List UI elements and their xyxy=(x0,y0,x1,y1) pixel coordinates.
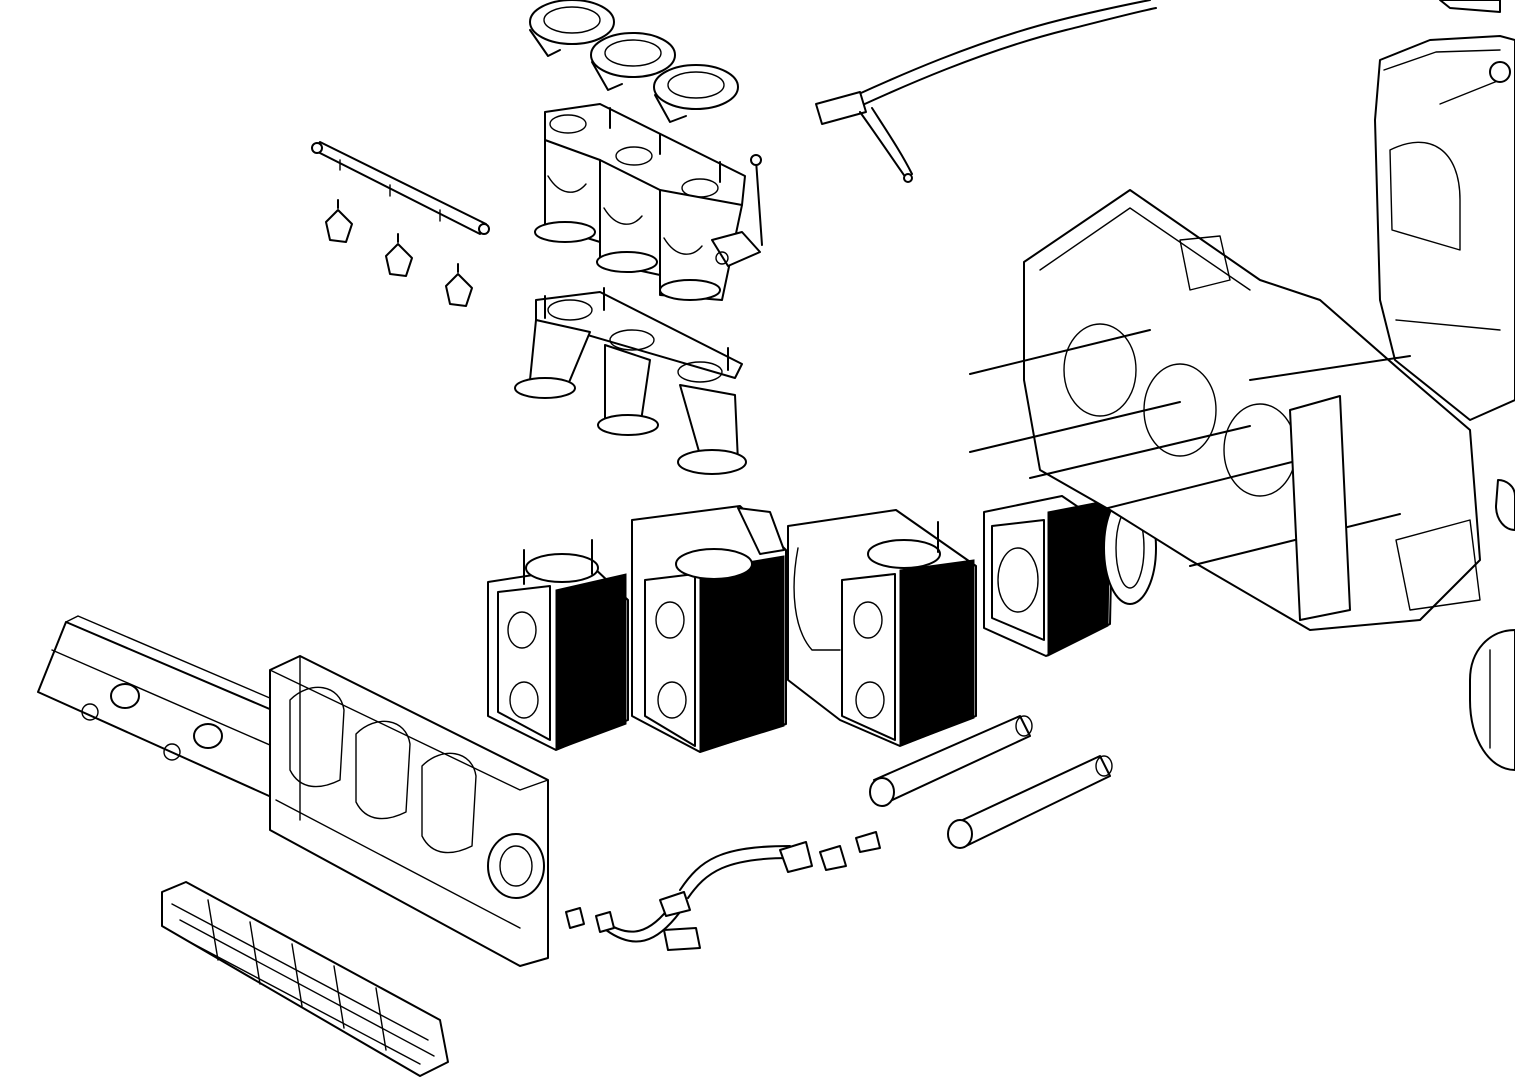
fuel-rail xyxy=(311,141,490,235)
fuel-injectors xyxy=(325,199,473,307)
crankcase-half xyxy=(969,189,1481,631)
air-cleaner-flanges xyxy=(529,0,739,123)
cylinder-2 xyxy=(631,505,787,753)
breather-hose xyxy=(815,0,1157,183)
throttle-linkage xyxy=(711,154,763,267)
oil-hose xyxy=(565,831,881,951)
intake-manifold-upper xyxy=(534,103,746,301)
engine-tin-shroud xyxy=(1374,35,1515,421)
cylinder-1 xyxy=(487,539,629,751)
intake-manifold-lower xyxy=(514,287,747,475)
cylinder-3 xyxy=(787,509,977,747)
valve-cover xyxy=(161,881,449,1077)
cylinder-4 xyxy=(983,491,1157,657)
engine-case xyxy=(1439,0,1501,13)
push-rod-tubes xyxy=(869,715,1113,849)
cylinder-head xyxy=(37,615,549,967)
